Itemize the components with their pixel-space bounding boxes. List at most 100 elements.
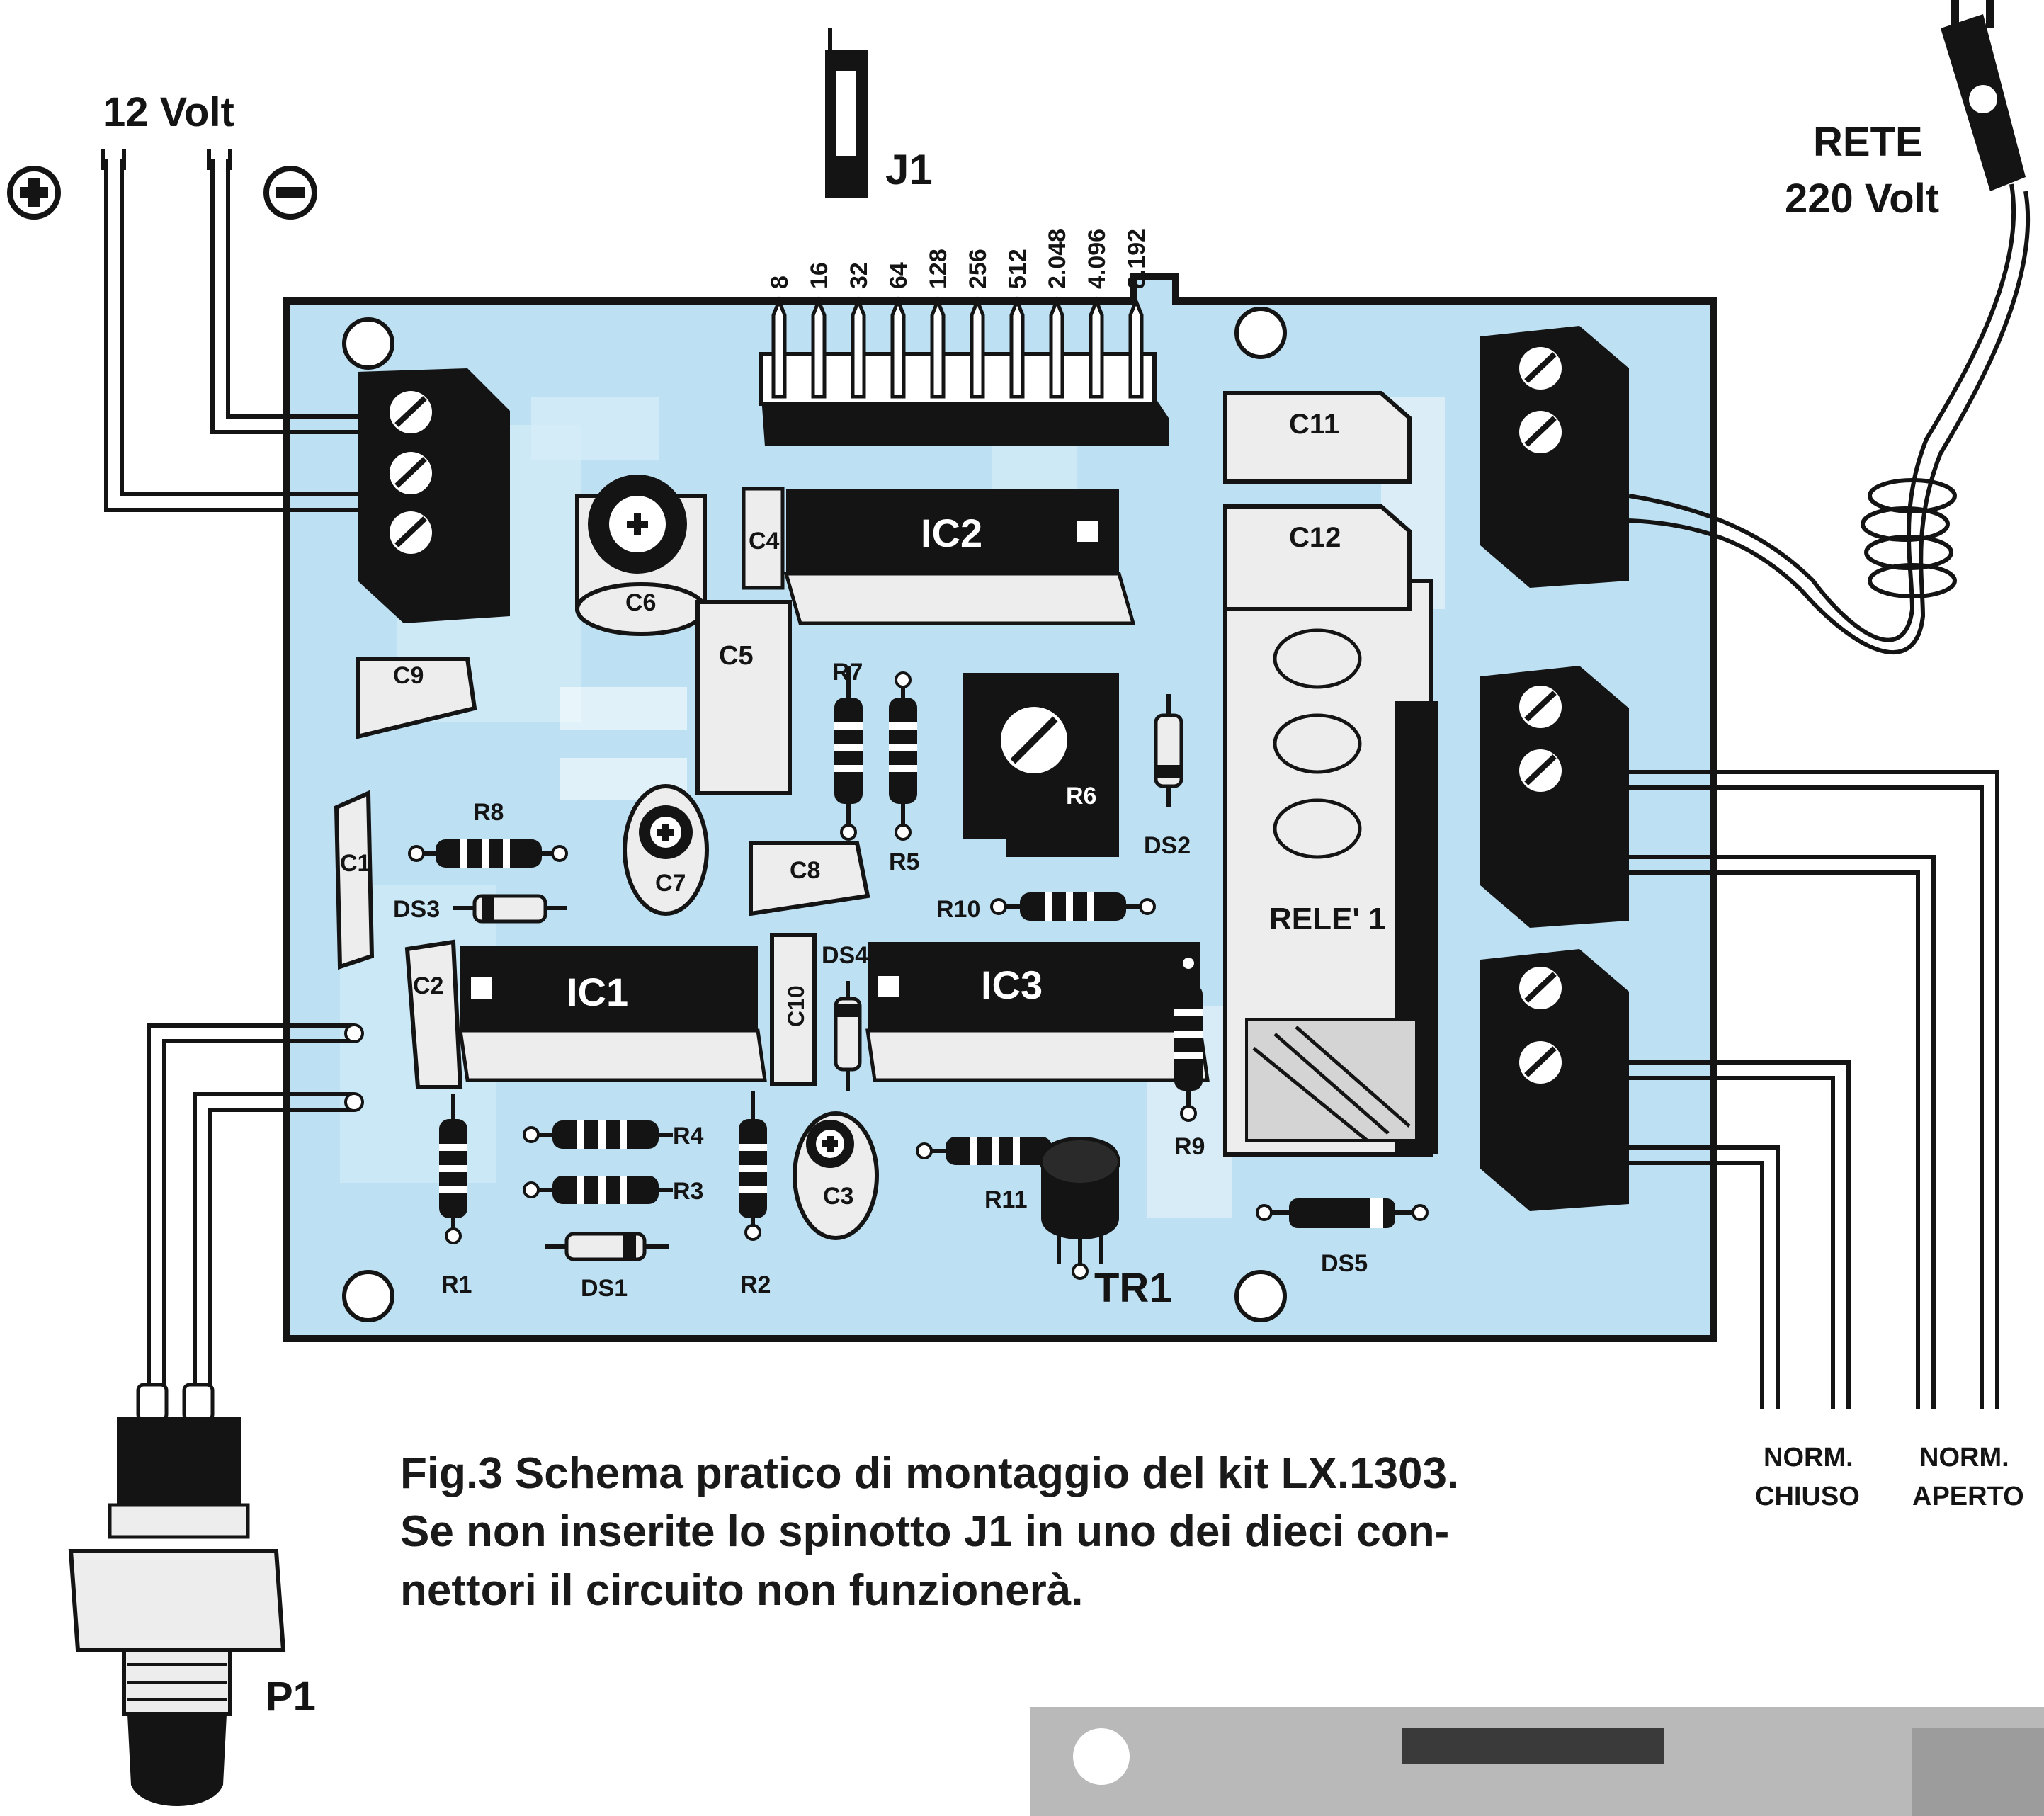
resistor-r2	[739, 1091, 767, 1241]
terminal-block-no	[1480, 666, 1629, 928]
header-pin-label: 8	[766, 276, 793, 289]
label-c6: C6	[625, 589, 656, 616]
resistor-r4	[523, 1120, 673, 1149]
output-wires	[1629, 770, 1999, 1409]
header-pin-label: 512	[1004, 249, 1031, 289]
header-pin	[1128, 296, 1144, 399]
mounting-holes	[342, 307, 1287, 1322]
header-pin	[811, 296, 827, 399]
label-c12: C12	[1289, 522, 1341, 553]
label-ic3: IC3	[981, 963, 1043, 1007]
header-pin	[851, 296, 866, 399]
header-pin	[890, 296, 906, 399]
label-ic1: IC1	[567, 970, 628, 1014]
pushbutton-p1	[68, 1023, 364, 1806]
capacitor-c8	[749, 841, 870, 916]
header-pin-label: 8.192	[1123, 229, 1150, 289]
header-pin-label: 64	[885, 262, 912, 289]
terminal-block-nc	[1480, 949, 1629, 1211]
label-c3: C3	[823, 1183, 853, 1210]
diode-ds5	[1256, 1198, 1429, 1228]
label-r9: R9	[1174, 1133, 1205, 1160]
capacitor-c7	[623, 784, 709, 916]
label-r10: R10	[936, 896, 980, 923]
diode-ds2	[1154, 694, 1183, 807]
header-pin	[970, 296, 985, 399]
capacitor-c4	[742, 487, 785, 590]
resistor-r8	[408, 839, 568, 868]
mains-title: RETE	[1813, 119, 1923, 165]
capacitor-c5	[695, 600, 792, 795]
pcb-photo	[1030, 1707, 2044, 1816]
relay-label: RELE' 1	[1269, 902, 1386, 936]
diode-ds4	[834, 981, 862, 1091]
capacitor-c2	[404, 939, 463, 1089]
label-r3: R3	[673, 1178, 703, 1205]
label-c5: C5	[719, 641, 754, 671]
label-ds3: DS3	[393, 896, 440, 923]
mains-voltage: 220 Volt	[1785, 176, 1939, 222]
transistor-tr1	[1040, 1137, 1120, 1280]
norm-closed-label-2: CHIUSO	[1755, 1482, 1860, 1511]
header-pin	[1009, 296, 1025, 399]
resistor-r3	[523, 1176, 673, 1204]
label-r8: R8	[473, 799, 504, 826]
label-c2: C2	[413, 972, 443, 999]
plus-icon	[7, 166, 61, 220]
header-pin-label: 256	[965, 249, 992, 289]
capacitor-c12	[1223, 504, 1412, 611]
label-r6: R6	[1066, 783, 1096, 810]
label-ic2: IC2	[921, 511, 982, 555]
capacitor-c6	[575, 475, 707, 636]
label-ds2: DS2	[1144, 832, 1191, 859]
label-c9: C9	[393, 662, 424, 689]
transistor-label: TR1	[1094, 1265, 1172, 1311]
capacitor-c10	[770, 933, 817, 1086]
pushbutton-wires	[147, 1023, 354, 1388]
mains-plug-icon	[1941, 0, 2026, 191]
minus-icon	[263, 166, 317, 220]
ic-ic2	[783, 489, 1136, 625]
label-r1: R1	[441, 1271, 472, 1298]
norm-open-label-2: APERTO	[1912, 1482, 2024, 1511]
caption-line-1: Fig.3 Schema pratico di montaggio del ki…	[400, 1449, 1460, 1498]
jumper-j1	[825, 28, 868, 198]
header-pin-label: 32	[846, 262, 873, 289]
label-ds5: DS5	[1321, 1250, 1368, 1277]
header-pin	[1089, 296, 1104, 399]
resistor-r9	[1174, 955, 1203, 1122]
header-pins	[771, 296, 1144, 399]
label-r2: R2	[740, 1271, 771, 1298]
ic-ic3	[865, 942, 1210, 1082]
power-input-wires	[101, 149, 361, 512]
header-pin-label: 128	[925, 249, 952, 289]
mains-cord	[1628, 183, 2031, 655]
label-c1: C1	[340, 850, 370, 877]
norm-closed-label-1: NORM.	[1764, 1443, 1853, 1472]
label-c10: C10	[783, 985, 809, 1027]
header-pin-label: 2.048	[1044, 229, 1071, 289]
terminal-block-mains	[1480, 326, 1629, 588]
header-pin-label: 16	[806, 262, 833, 289]
diode-ds1	[545, 1232, 669, 1261]
header-pin-label: 4.096	[1084, 229, 1111, 289]
caption-line-3: nettori il circuito non funzionerà.	[400, 1565, 1084, 1615]
terminal-block-power	[358, 368, 510, 623]
label-c11: C11	[1289, 409, 1339, 440]
capacitor-c9	[356, 657, 477, 739]
trimmer-r6	[963, 673, 1119, 857]
label-ds4: DS4	[822, 942, 868, 969]
capacitor-c11	[1223, 391, 1412, 484]
relay	[1223, 579, 1438, 1157]
label-c8: C8	[790, 857, 820, 884]
capacitor-c3	[793, 1111, 879, 1240]
resistor-r10	[990, 892, 1156, 921]
ic-ic1	[458, 946, 767, 1082]
label-ds1: DS1	[581, 1275, 628, 1302]
label-r4: R4	[673, 1123, 704, 1150]
capacitor-c1	[334, 790, 375, 970]
resistor-r1	[439, 1094, 467, 1244]
label-r5: R5	[889, 849, 919, 875]
